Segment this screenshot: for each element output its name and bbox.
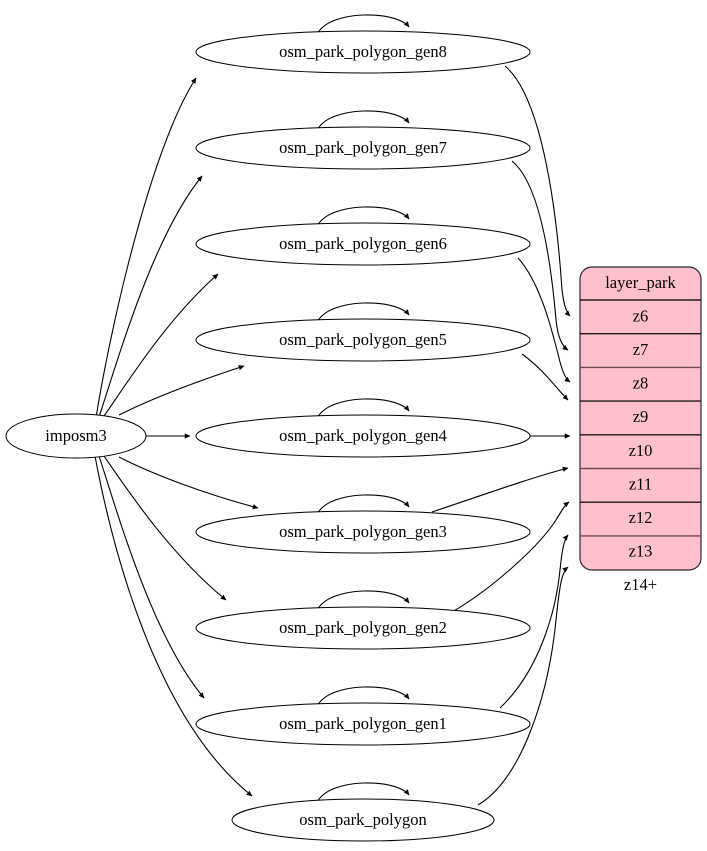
layer-park-row-z10[interactable]: z10 [629, 441, 653, 460]
edges-nodes-to-layer [431, 65, 571, 806]
edge-imposm3-to-gen2 [103, 455, 227, 601]
node-osm-park-polygon-gen6[interactable]: osm_park_polygon_gen6 [195, 222, 531, 266]
node-osm-park-polygon-gen1-label: osm_park_polygon_gen1 [279, 714, 447, 733]
node-osm-park-polygon-gen7-shape[interactable] [195, 126, 531, 170]
node-osm-park-polygon-gen3[interactable]: osm_park_polygon_gen3 [195, 510, 531, 554]
self-loop-gen1 [317, 686, 410, 706]
self-loop-gen7 [317, 110, 410, 130]
node-osm-park-polygon-gen7-label: osm_park_polygon_gen7 [279, 138, 447, 157]
node-osm-park-polygon-gen6-label: osm_park_polygon_gen6 [279, 234, 447, 253]
edge-imposm3-to-osm-park-polygon [94, 455, 253, 797]
node-imposm3[interactable]: imposm3 [5, 413, 147, 459]
node-osm-park-polygon-gen3-label: osm_park_polygon_gen3 [279, 522, 447, 541]
edges-source-to-nodes [94, 77, 259, 797]
node-osm-park-polygon-gen5[interactable]: osm_park_polygon_gen5 [195, 318, 531, 362]
node-osm-park-polygon-gen8[interactable]: osm_park_polygon_gen8 [195, 30, 531, 74]
edge-gen5-to-z9 [521, 353, 569, 401]
layer-park-row-z13[interactable]: z13 [629, 541, 653, 560]
node-osm-park-polygon-label: osm_park_polygon [299, 810, 426, 829]
layer-park-row-z8[interactable]: z8 [633, 373, 649, 392]
edge-imposm3-to-gen1 [98, 455, 205, 699]
node-osm-park-polygon-gen2-label: osm_park_polygon_gen2 [279, 618, 447, 637]
node-osm-park-polygon-shape[interactable] [231, 798, 495, 842]
edge-gen3-to-z11 [431, 466, 569, 513]
edge-osm-park-polygon-to-z14 [477, 566, 569, 806]
layer-park-table-title: layer_park [605, 273, 676, 292]
edge-gen7-to-z7 [511, 160, 569, 351]
node-osm-park-polygon-gen5-shape[interactable] [195, 318, 531, 362]
edge-gen2-to-z12 [451, 501, 570, 613]
node-imposm3-label: imposm3 [45, 426, 106, 445]
node-osm-park-polygon-gen7[interactable]: osm_park_polygon_gen7 [195, 126, 531, 170]
node-osm-park-polygon-gen2-shape[interactable] [195, 606, 531, 650]
self-loop-gen3 [317, 494, 410, 514]
node-osm-park-polygon-gen8-shape[interactable] [195, 30, 531, 74]
node-osm-park-polygon-gen4-label: osm_park_polygon_gen4 [279, 426, 447, 445]
layer-park-row-z11[interactable]: z11 [629, 474, 652, 493]
node-osm-park-polygon-gen3-shape[interactable] [195, 510, 531, 554]
graph-nodes: imposm3 osm_park_polygon_gen8 osm_park_p… [5, 30, 531, 842]
node-osm-park-polygon-gen5-label: osm_park_polygon_gen5 [279, 330, 447, 349]
layer-park-row-z12[interactable]: z12 [629, 508, 653, 527]
layer-park-row-z6[interactable]: z6 [633, 306, 649, 325]
self-loop-gen4 [317, 398, 410, 418]
self-loop-gen5 [317, 302, 410, 322]
layer-park-row-z9[interactable]: z9 [633, 407, 649, 426]
edge-gen8-to-z6 [504, 65, 571, 317]
node-osm-park-polygon[interactable]: osm_park_polygon [231, 798, 495, 842]
node-osm-park-polygon-gen4[interactable]: osm_park_polygon_gen4 [195, 414, 531, 458]
layer-park-table[interactable]: layer_park z6 z7 z8 z9 z10 z11 z12 z13 z… [579, 266, 702, 594]
layer-park-row-z14plus[interactable]: z14+ [624, 575, 657, 594]
node-imposm3-shape[interactable] [5, 413, 147, 459]
edge-imposm3-to-gen6 [103, 273, 219, 417]
layer-park-table-body [579, 266, 702, 571]
edge-imposm3-to-gen5 [118, 365, 245, 416]
edge-gen6-to-z8 [517, 257, 571, 383]
node-osm-park-polygon-gen2[interactable]: osm_park_polygon_gen2 [195, 606, 531, 650]
edges-self-loops [317, 14, 410, 802]
self-loop-gen2 [317, 590, 410, 610]
edge-imposm3-to-gen8 [95, 77, 197, 419]
node-osm-park-polygon-gen8-label: osm_park_polygon_gen8 [279, 42, 447, 61]
node-osm-park-polygon-gen6-shape[interactable] [195, 222, 531, 266]
edge-imposm3-to-gen7 [98, 175, 203, 418]
self-loop-gen8 [317, 14, 410, 34]
edge-gen1-to-z13 [499, 534, 569, 709]
self-loop-gen6 [317, 206, 410, 226]
layer-park-row-z7[interactable]: z7 [633, 340, 649, 359]
self-loop-osm-park-polygon [317, 782, 410, 802]
node-osm-park-polygon-gen4-shape[interactable] [195, 414, 531, 458]
node-osm-park-polygon-gen1[interactable]: osm_park_polygon_gen1 [195, 702, 531, 746]
node-osm-park-polygon-gen1-shape[interactable] [195, 702, 531, 746]
edge-imposm3-to-gen3 [118, 456, 259, 510]
